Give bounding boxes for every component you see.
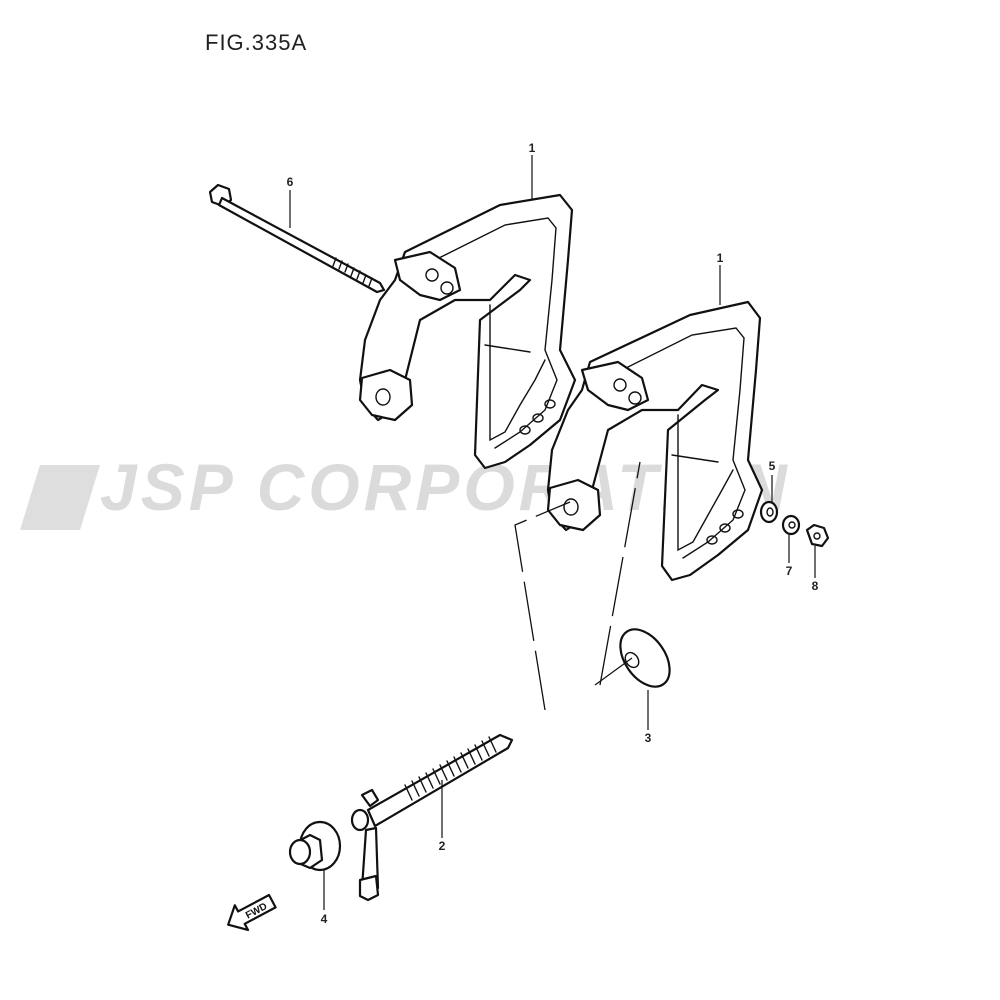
nut-8 <box>805 523 830 548</box>
watermark-logo-icon <box>20 465 100 530</box>
bolt-6 <box>208 183 386 294</box>
assembly-lines <box>514 461 641 711</box>
plate-3 <box>619 628 671 688</box>
callout-1-lower: 1 <box>717 251 724 265</box>
figure-title: FIG.335A <box>205 30 308 55</box>
callout-6: 6 <box>287 175 294 189</box>
washer-7 <box>781 514 801 536</box>
bracket-1-lower <box>546 300 764 582</box>
clamp-screw-2 <box>350 733 514 902</box>
bracket-1-upper <box>358 193 577 470</box>
callout-4: 4 <box>321 912 328 926</box>
pad-4 <box>288 820 342 872</box>
callout-5: 5 <box>769 459 776 473</box>
callout-numbers: 1 1 2 3 4 5 6 7 8 <box>287 141 819 926</box>
washer-5 <box>759 500 779 524</box>
callout-2: 2 <box>439 839 446 853</box>
callout-3: 3 <box>645 731 652 745</box>
fwd-arrow-icon: FWD <box>227 893 277 932</box>
callout-8: 8 <box>812 579 819 593</box>
callout-7: 7 <box>786 564 793 578</box>
leader-lines <box>289 155 816 910</box>
callout-1-upper: 1 <box>529 141 536 155</box>
